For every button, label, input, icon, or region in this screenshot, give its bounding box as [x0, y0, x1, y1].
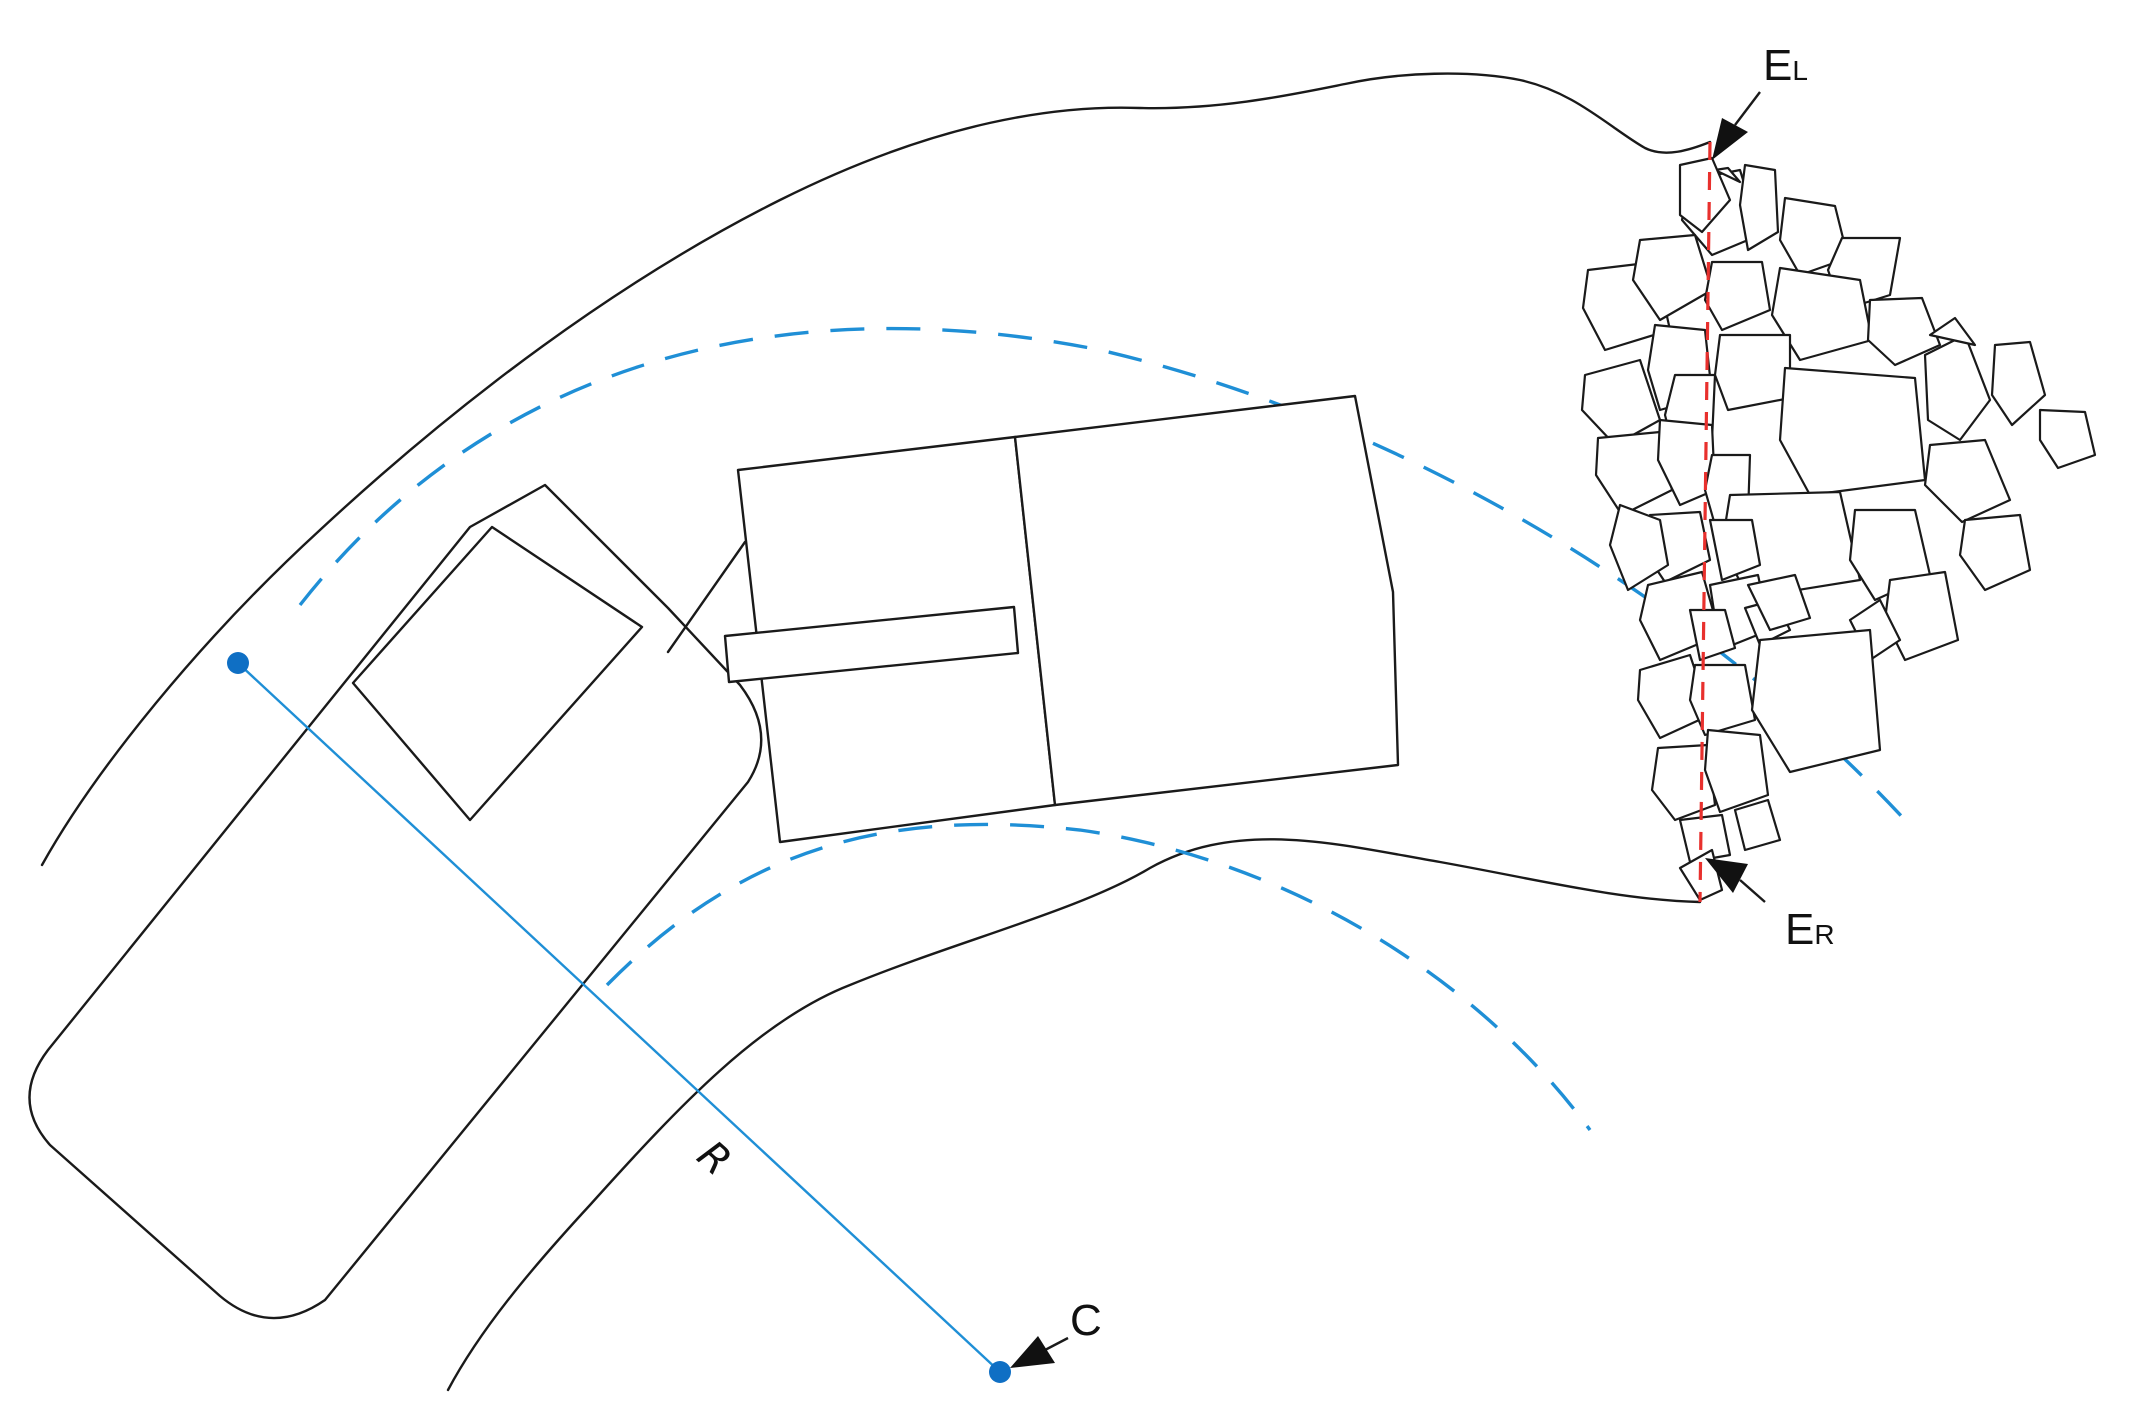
label-e-left-sub: L [1792, 55, 1808, 86]
label-radius: R [688, 1132, 739, 1185]
machine-cabin [351, 525, 644, 822]
rock-face [1580, 156, 2097, 902]
center-point [989, 1361, 1011, 1383]
radius-line [237, 662, 1001, 1373]
arrow-er-head [1705, 858, 1748, 893]
arc-start-point [227, 652, 249, 674]
arrow-c-head [1010, 1336, 1055, 1368]
label-e-right-main: E [1785, 905, 1814, 954]
label-e-right-sub: R [1814, 919, 1834, 950]
face-line [1698, 141, 1712, 903]
tunnel-left-wall [40, 72, 1712, 867]
label-e-right: ER [1785, 905, 1835, 954]
label-e-left: EL [1763, 41, 1808, 90]
machine-boom-arm [723, 605, 1020, 684]
arrow-c-line [1044, 1336, 1069, 1352]
label-center: C [1070, 1296, 1102, 1345]
arrow-el-line [1734, 91, 1761, 126]
label-e-left-main: E [1763, 41, 1792, 90]
inner-path-arc [605, 822, 1592, 1132]
machine-cutter-head [1013, 394, 1400, 807]
arrow-er-line [1739, 879, 1766, 903]
machine-rear-body [28, 483, 763, 1320]
articulation-link [666, 540, 747, 654]
arrow-el-head [1712, 118, 1748, 160]
tunnel-right-wall [446, 838, 1702, 1392]
